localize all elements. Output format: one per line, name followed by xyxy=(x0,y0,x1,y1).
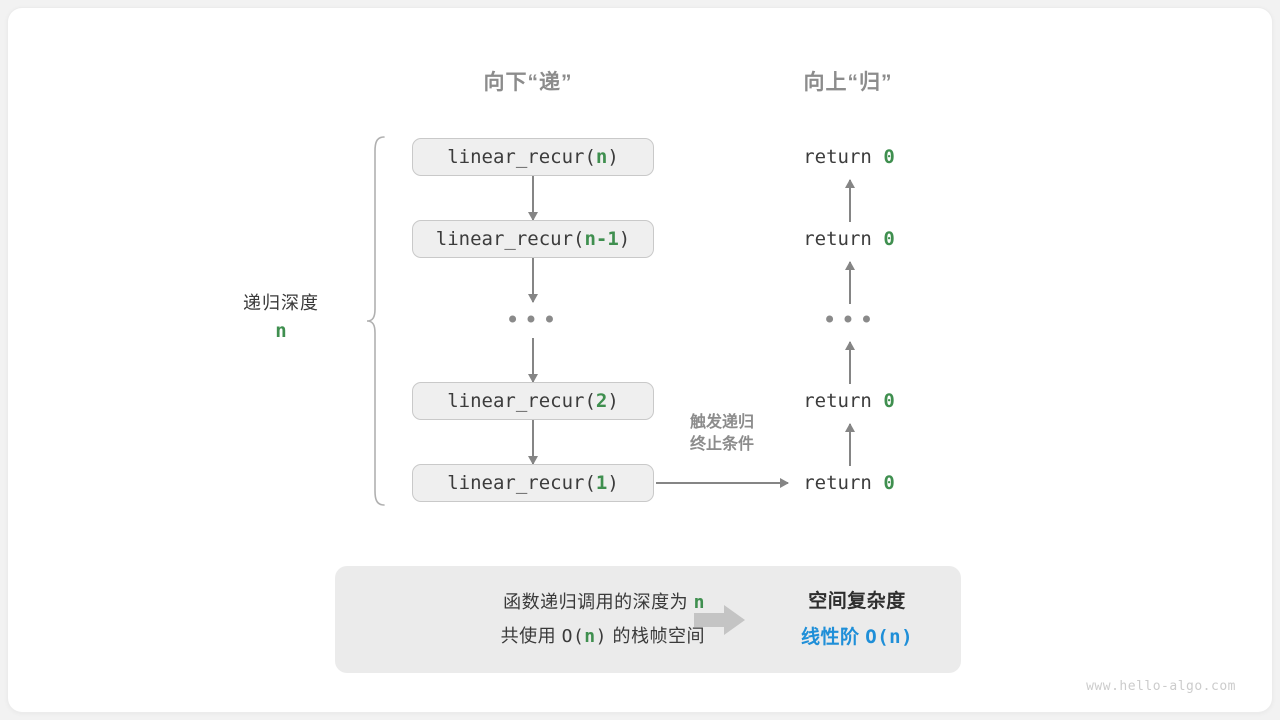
return-value: 0 xyxy=(883,228,895,250)
return-keyword: return xyxy=(803,390,872,412)
header-descend: 向下“递” xyxy=(483,71,573,94)
summary-complexity-value: 线性阶 O(n) xyxy=(801,620,913,655)
summary-depth-var: n xyxy=(693,592,705,614)
return-value: 0 xyxy=(883,146,895,168)
trigger-note-line2: 终止条件 xyxy=(689,435,754,453)
return-arrow-3 xyxy=(844,341,856,384)
return-value: 0 xyxy=(883,390,895,412)
complexity-summary-panel: 函数递归调用的深度为 n 共使用 O(n) 的栈帧空间 空间复杂度 线性阶 O(… xyxy=(335,566,961,673)
return-arrow-2 xyxy=(844,261,856,304)
trigger-note-line1: 触发递归 xyxy=(689,414,754,431)
summary-complexity-order: 线性阶 xyxy=(800,626,860,648)
call-stack-ellipsis: ••• xyxy=(505,306,561,334)
summary-space-bigo: O( xyxy=(561,625,585,647)
return-arrow-1 xyxy=(844,179,856,222)
return-stmt-4: return 0 xyxy=(773,472,925,494)
return-stmt-3: return 0 xyxy=(773,390,925,412)
call-box-n-minus-1[interactable]: linear_recur(n-1) xyxy=(412,220,654,258)
call-box-suffix: ) xyxy=(607,390,619,412)
call-arrow-2 xyxy=(527,258,539,303)
return-value: 0 xyxy=(883,472,895,494)
call-box-prefix: linear_recur( xyxy=(435,228,585,250)
call-box-prefix: linear_recur( xyxy=(447,146,596,168)
trigger-termination-note: 触发递归 终止条件 xyxy=(660,412,784,455)
return-keyword: return xyxy=(803,228,872,250)
return-keyword: return xyxy=(803,472,872,494)
right-block-arrow-icon xyxy=(694,604,746,636)
call-arrow-3 xyxy=(527,338,539,383)
summary-complexity-title: 空间复杂度 xyxy=(808,591,906,613)
return-ellipsis: ••• xyxy=(822,306,878,334)
return-arrow-4 xyxy=(844,423,856,466)
recursion-depth-title: 递归深度 xyxy=(243,293,319,313)
call-box-arg: 1 xyxy=(595,472,608,494)
summary-complexity-bigo: O(n) xyxy=(865,625,914,648)
call-box-prefix: linear_recur( xyxy=(447,390,596,412)
summary-depth-text: 函数递归调用的深度为 xyxy=(503,592,694,613)
recursion-depth-value: n xyxy=(275,320,287,342)
call-box-1[interactable]: linear_recur(1) xyxy=(412,464,654,502)
summary-space-post: 的栈帧空间 xyxy=(606,625,705,646)
call-box-suffix: ) xyxy=(607,472,619,494)
summary-line-depth: 函数递归调用的深度为 n xyxy=(503,586,705,619)
summary-space-close: ) xyxy=(595,625,607,647)
base-case-arrow xyxy=(656,477,789,489)
diagram-canvas: 向下“递” 向上“归” 递归深度 n linear_recur(n) linea… xyxy=(8,8,1272,712)
call-box-arg: n xyxy=(595,146,608,168)
summary-line-space: 共使用 O(n) 的栈帧空间 xyxy=(501,620,705,653)
recursion-depth-label: 递归深度 n xyxy=(216,289,346,342)
return-stmt-2: return 0 xyxy=(773,228,925,250)
call-box-2[interactable]: linear_recur(2) xyxy=(412,382,654,420)
call-box-prefix: linear_recur( xyxy=(447,472,596,494)
call-box-n[interactable]: linear_recur(n) xyxy=(412,138,654,176)
return-stmt-1: return 0 xyxy=(773,146,925,168)
header-ascend: 向上“归” xyxy=(803,71,893,94)
call-arrow-1 xyxy=(527,176,539,221)
summary-space-pre: 共使用 xyxy=(500,625,562,646)
recursion-depth-brace xyxy=(364,134,388,513)
call-box-suffix: ) xyxy=(607,146,619,168)
call-arrow-4 xyxy=(527,420,539,465)
call-box-arg: n-1 xyxy=(584,228,619,250)
summary-space-var: n xyxy=(584,625,596,647)
return-keyword: return xyxy=(803,146,872,168)
summary-right-text: 空间复杂度 线性阶 O(n) xyxy=(753,566,961,673)
call-box-suffix: ) xyxy=(618,228,631,250)
watermark: www.hello-algo.com xyxy=(1086,679,1236,694)
call-box-arg: 2 xyxy=(595,390,608,412)
summary-left-text: 函数递归调用的深度为 n 共使用 O(n) 的栈帧空间 xyxy=(335,566,705,673)
